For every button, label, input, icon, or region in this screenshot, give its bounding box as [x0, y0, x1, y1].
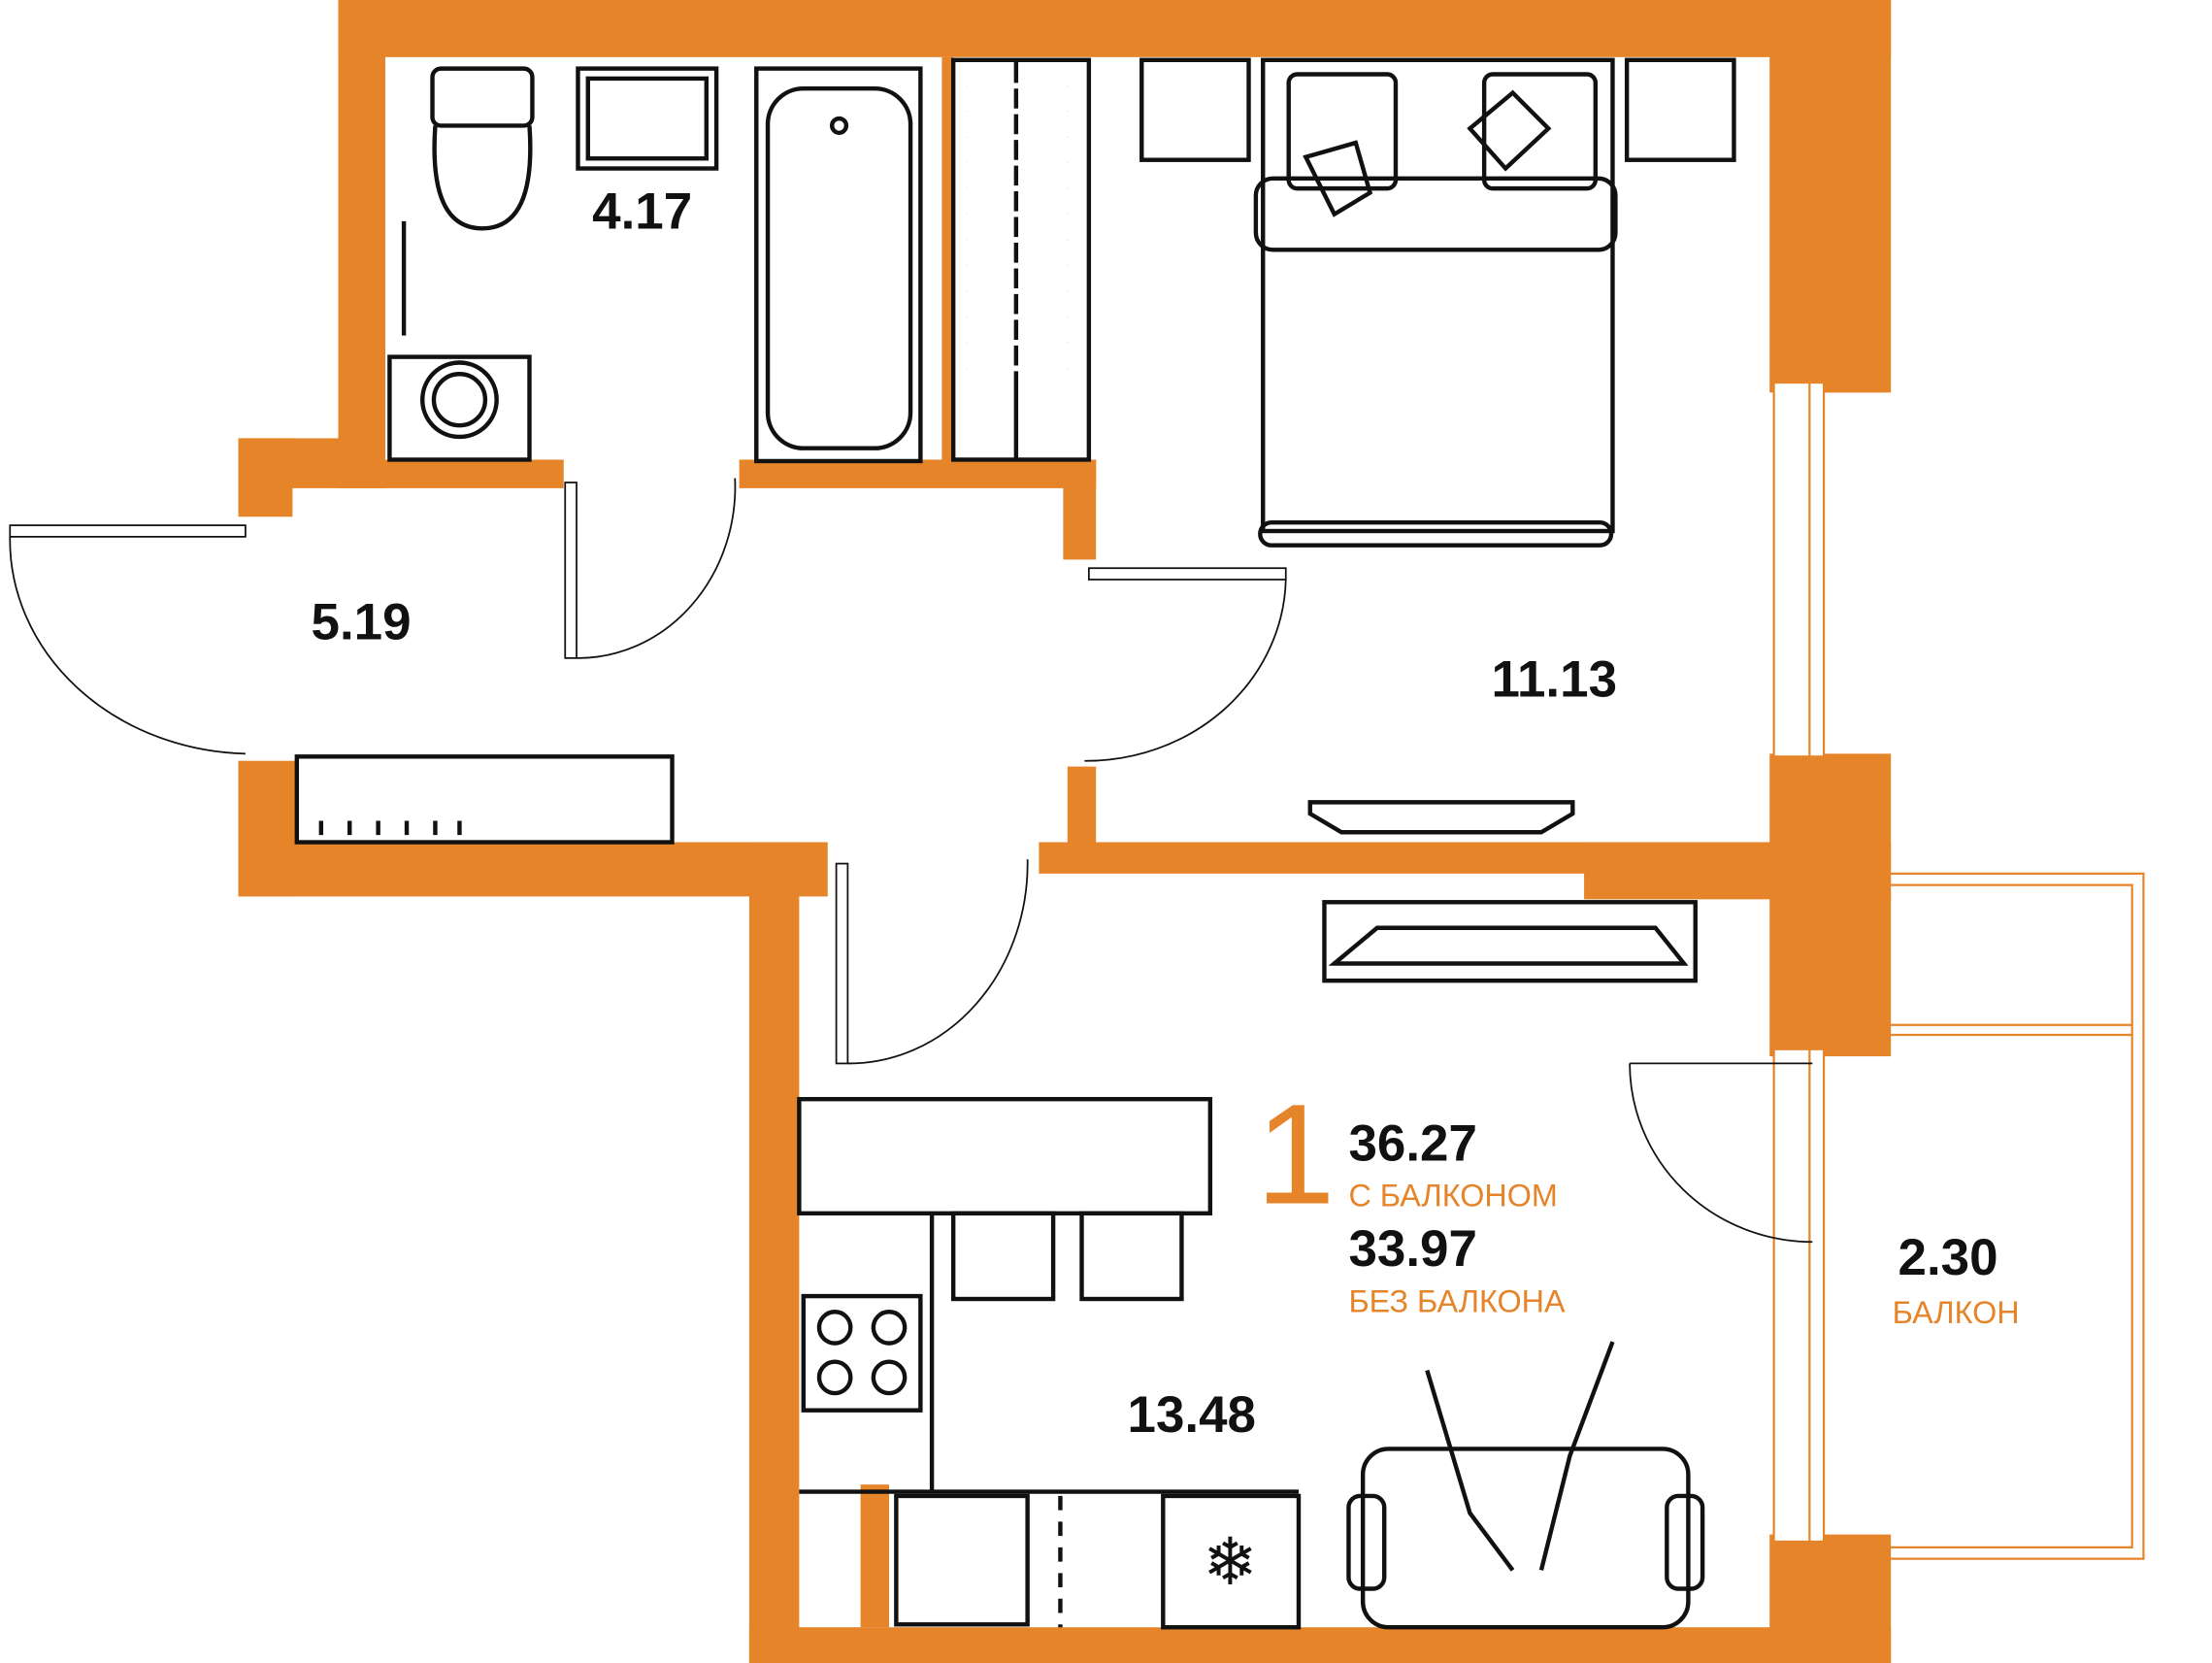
sofa: [1346, 1341, 1705, 1630]
sink: [576, 66, 719, 171]
bed: [1139, 57, 1736, 548]
washing-machine: [387, 354, 532, 462]
tv-living: [1322, 900, 1698, 983]
total-without-balcony: 33.97: [1348, 1220, 1476, 1278]
shoe-cabinet: [294, 754, 675, 845]
windows: [1772, 381, 2145, 1560]
hallway-area: 5.19: [312, 594, 412, 651]
total-with-balcony: 36.27: [1348, 1114, 1476, 1172]
without-balcony-label: БЕЗ БАЛКОНА: [1348, 1283, 1566, 1318]
wardrobe: [950, 57, 1092, 462]
furniture: ❄: [294, 57, 1736, 1630]
with-balcony-label: С БАЛКОНОМ: [1348, 1178, 1557, 1213]
toilet: [430, 66, 535, 231]
doors: [9, 478, 1813, 1244]
walls: [238, 0, 1892, 1663]
balcony-label: БАЛКОН: [1893, 1295, 2020, 1330]
bathroom-area: 4.17: [592, 183, 692, 240]
bathtub: [754, 66, 923, 464]
bedroom-area: 11.13: [1491, 651, 1617, 709]
kitchen-area: 13.48: [1128, 1386, 1256, 1444]
tv-bedroom: [1307, 800, 1575, 835]
rooms-count: 1: [1256, 1076, 1336, 1235]
balcony-area: 2.30: [1898, 1229, 1998, 1286]
kitchen-counter-island: [797, 1096, 1213, 1302]
svg-text:❄: ❄: [1203, 1526, 1258, 1599]
kitchen-cabinets: ❄: [799, 1213, 1302, 1630]
